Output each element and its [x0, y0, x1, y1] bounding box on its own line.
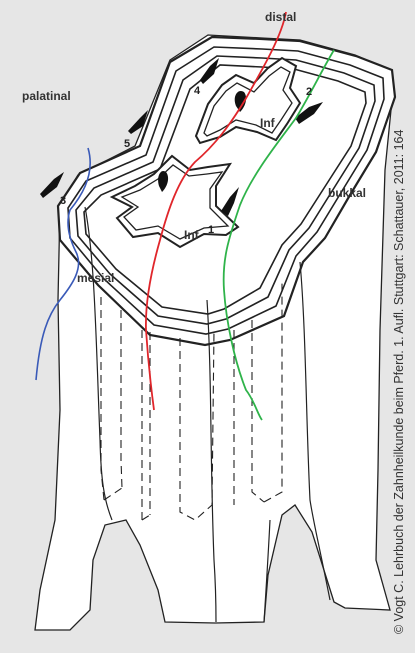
- pulp-horn-number-4: 4: [194, 85, 201, 97]
- label-bukkal: bukkal: [328, 186, 366, 200]
- label-palatinal: palatinal: [22, 89, 71, 103]
- pulp-horn-number-5: 5: [124, 138, 130, 150]
- pulp-horn-number-2: 2: [306, 86, 312, 98]
- label-mesial: mesial: [77, 271, 114, 285]
- label-infundibulum-distal: Inf: [260, 116, 276, 130]
- label-infundibulum-mesial: Inf: [184, 228, 200, 242]
- copyright-credit: © Vogt C. Lehrbuch der Zahnheilkunde bei…: [392, 4, 406, 634]
- label-distal: distal: [265, 10, 296, 24]
- pulp-horn-number-3: 3: [60, 195, 66, 207]
- pulp-horn-number-1: 1: [208, 224, 214, 236]
